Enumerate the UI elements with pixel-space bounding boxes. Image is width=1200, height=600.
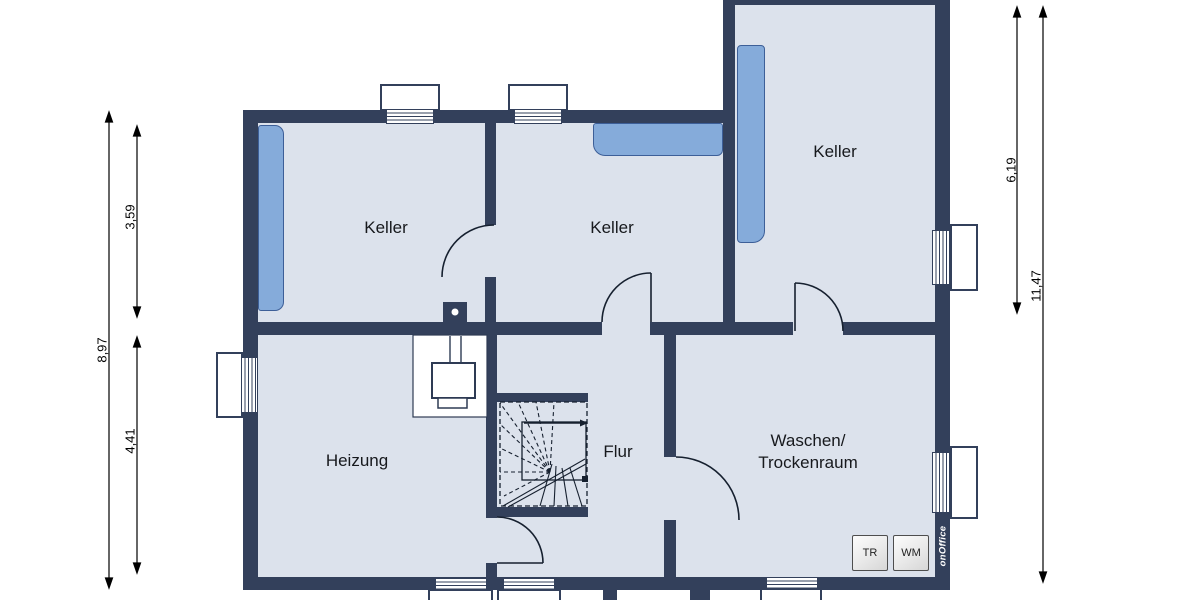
wall-heizung-divider <box>486 335 497 518</box>
onoffice-watermark: onOffice <box>937 525 949 567</box>
appliance-dryer-label: TR <box>862 547 878 559</box>
appliance-dryer: TR <box>852 535 888 571</box>
exterior-stair-stub-right <box>690 588 710 600</box>
window-bottom-1-glazing <box>435 578 487 590</box>
mid-wall-center <box>650 322 793 335</box>
exterior-wall-bottom <box>243 577 950 590</box>
room-label-keller-mid: Keller <box>590 218 634 237</box>
dimension-label-left-upper: 3,59 <box>122 204 138 230</box>
dimension-label-left-lower: 4,41 <box>122 428 138 454</box>
stairwell-wall-bottom <box>497 507 588 517</box>
room-label-waschen-line2: Trockenraum <box>758 453 858 472</box>
wall-between-kellers-lower <box>485 277 496 323</box>
exterior-wall-left <box>243 110 258 590</box>
window-left-glazing <box>241 357 258 413</box>
dimension-label-right-upper: 6,19 <box>1003 157 1019 183</box>
window-bottom-1-sill <box>428 589 493 600</box>
room-label-keller-right: Keller <box>813 142 857 161</box>
wall-flur-waschen-lower <box>664 520 676 577</box>
exterior-wall-top-left <box>243 110 735 123</box>
room-label-waschen-line1: Waschen/ <box>770 431 846 450</box>
window-top-1-glazing <box>386 109 434 124</box>
wall-heizung-divider-stub <box>486 563 497 577</box>
window-bottom-2-sill <box>497 589 561 600</box>
window-bottom-3-sill <box>760 588 822 600</box>
dimension-label-total-left: 8,97 <box>94 337 110 363</box>
room-label-flur: Flur <box>603 442 633 461</box>
wall-keller-right-west <box>723 0 735 335</box>
window-bottom-2-glazing <box>503 578 555 590</box>
exterior-wall-right <box>935 0 950 590</box>
mid-wall-west <box>243 322 602 335</box>
appliance-washer: WM <box>893 535 929 571</box>
window-bottom-3-glazing <box>766 577 818 589</box>
window-right-2-sill <box>950 446 978 519</box>
radiator-keller-right <box>737 45 765 243</box>
window-right-1-sill <box>950 224 978 291</box>
room-label-keller-left: Keller <box>364 218 408 237</box>
wall-between-kellers-upper <box>485 123 496 225</box>
window-left-sill <box>216 352 243 418</box>
stairwell-wall-top <box>497 393 588 402</box>
wall-flur-waschen-upper <box>664 335 676 457</box>
radiator-left-wall <box>258 125 284 311</box>
dimension-label-total-right: 11,47 <box>1028 270 1044 302</box>
radiator-top-wall <box>593 123 723 156</box>
exterior-stair-stub-left <box>603 588 617 600</box>
window-top-2-sill <box>508 84 568 111</box>
appliance-washer-label: WM <box>901 547 921 559</box>
exterior-wall-top-right <box>723 0 950 5</box>
window-right-1-glazing <box>932 230 950 285</box>
window-right-2-glazing <box>932 452 950 513</box>
mid-wall-east <box>843 322 935 335</box>
window-top-1-sill <box>380 84 440 111</box>
window-top-2-glazing <box>514 109 562 124</box>
room-label-heizung: Heizung <box>325 451 389 470</box>
